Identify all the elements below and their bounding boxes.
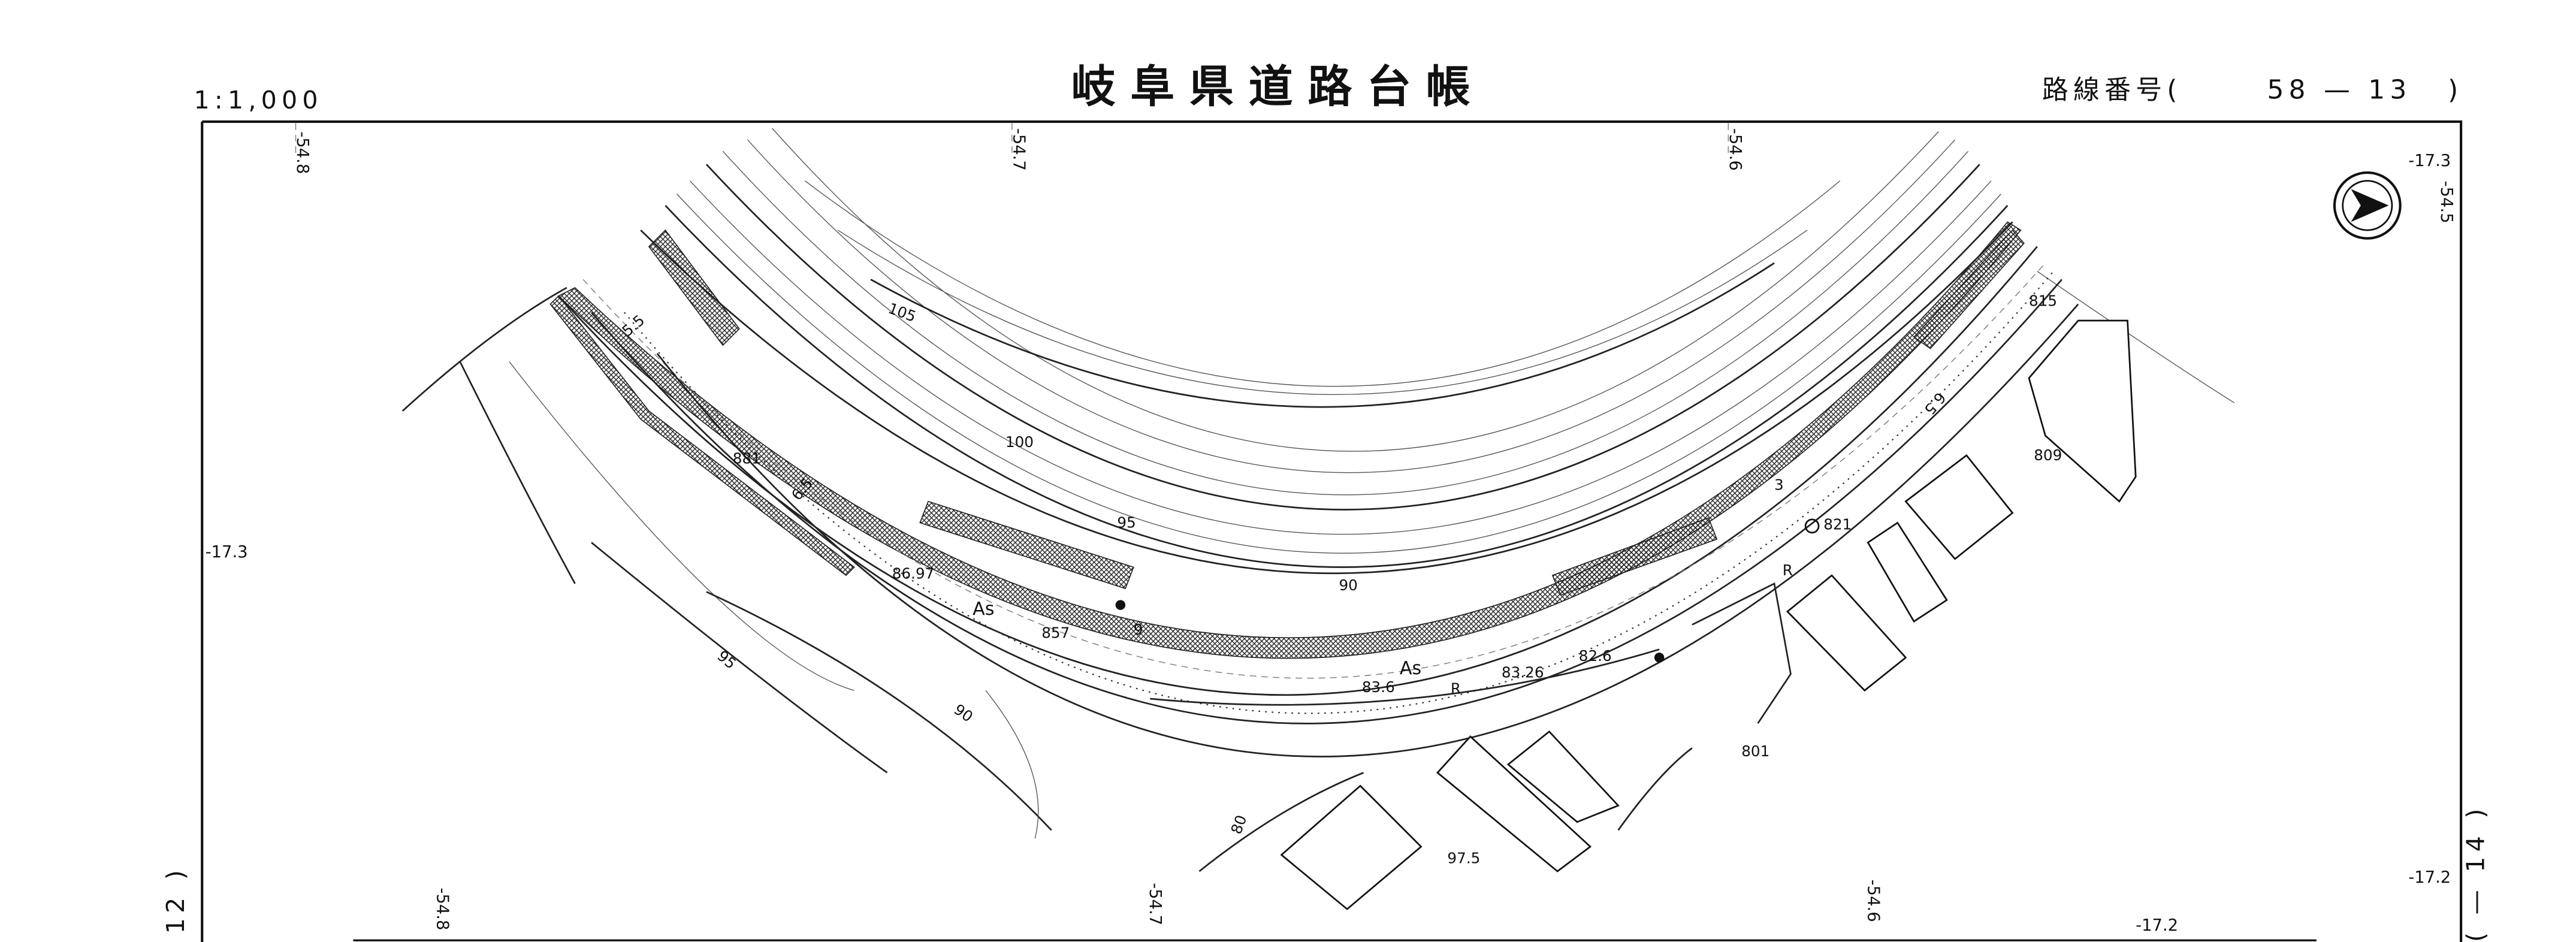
grid-coord-left: -17.3 [206, 543, 248, 561]
elevation-point: 821 [1823, 515, 1852, 533]
dimension-label: 3 [1774, 476, 1784, 494]
manhole-icon [1115, 600, 1126, 610]
contour-label: 90 [1339, 576, 1357, 594]
scale-label: 1:1,000 [194, 86, 323, 114]
prev-sheet-ref: 12 ) [161, 865, 190, 934]
marker-r: R [1783, 561, 1793, 579]
grid-coord-bottom-right: -17.2 [2136, 916, 2178, 935]
grid-coord-right-bottom: -17.2 [2408, 868, 2451, 887]
elevation-point: 97.5 [1447, 849, 1480, 866]
surface-asphalt: As [973, 599, 994, 620]
elevation-point: 83.6 [1362, 678, 1395, 696]
grid-coord-top-1: -54.8 [293, 131, 312, 174]
elevation-point: 86.97 [892, 565, 935, 582]
buildings [1280, 319, 2137, 910]
dimension-label: 9 [1134, 621, 1143, 638]
route-number: 58 — 13 [2267, 75, 2412, 105]
grid-coord-bottom-2: -54.7 [1146, 883, 1164, 925]
road [549, 221, 2079, 757]
marker-r: R [1451, 680, 1461, 698]
grid-coord-bottom-1: -54.8 [433, 887, 451, 930]
contour-label: 95 [714, 647, 740, 672]
north-arrow-icon [2333, 171, 2402, 240]
contour-label: 105 [886, 300, 918, 325]
surface-asphalt: As [1400, 658, 1421, 679]
contour-label: 90 [951, 701, 976, 726]
contour-label: 100 [1005, 433, 1034, 451]
manhole-icon [1654, 653, 1665, 663]
dimension-label: 6.5 [1920, 389, 1949, 418]
grid-coord-top-2: -54.7 [1010, 128, 1028, 171]
page-title: 岐阜県道路台帳 [1071, 61, 1485, 113]
grid-coord-bottom-3: -54.6 [1864, 880, 1882, 922]
grid-coord-top-3: -54.6 [1726, 128, 1744, 171]
grid-ticks: -54.8 -54.7 -54.6 -54.5 -54.8 -54.7 -54.… [206, 123, 2456, 935]
route-label: 路線番号( [2042, 75, 2182, 105]
contour-label: 80 [1227, 813, 1250, 836]
next-sheet-ref: ( — 14 ) [2461, 804, 2490, 942]
elevation-point: 801 [1741, 742, 1769, 760]
elevation-point: 83.26 [1502, 663, 1544, 681]
elevation-point: 881 [733, 450, 761, 467]
contour-lines [401, 128, 2235, 872]
contour-label: 95 [1117, 514, 1136, 532]
elevation-point: 857 [1041, 624, 1070, 641]
elevation-point: 809 [2034, 446, 2062, 464]
route-close: ) [2448, 75, 2463, 105]
elevation-point: 82.6 [1579, 647, 1612, 665]
grid-coord-top-4: -54.5 [2437, 181, 2456, 224]
grid-coord-right-top: -17.3 [2408, 152, 2451, 170]
survey-point-icon [1804, 518, 1820, 534]
elevation-point: 815 [2029, 292, 2057, 309]
map-frame [201, 120, 2463, 942]
